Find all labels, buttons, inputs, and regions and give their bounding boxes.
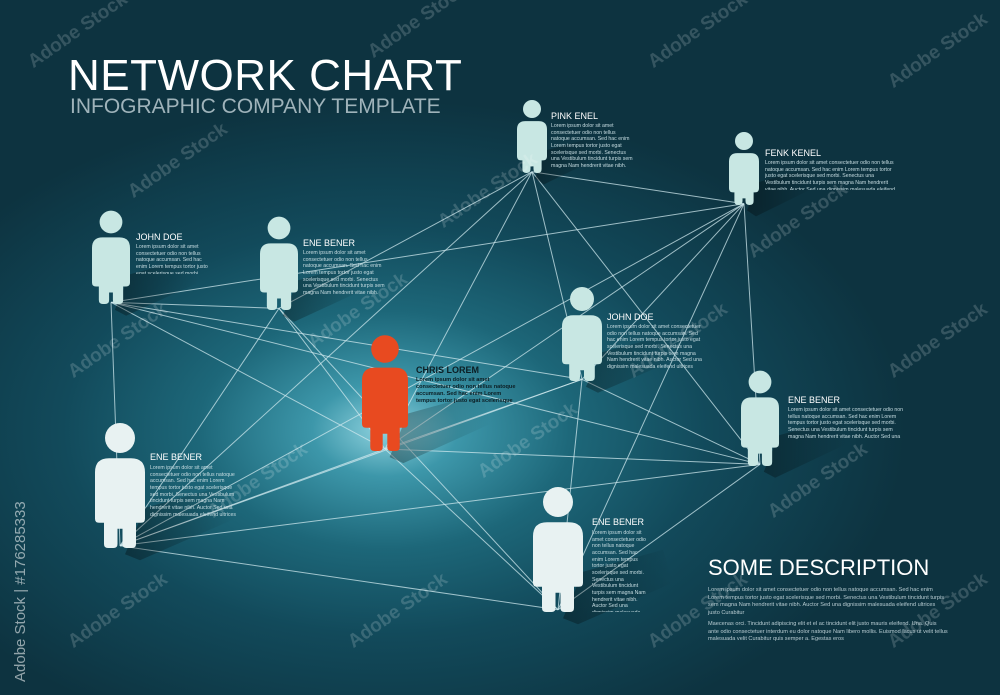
network-link-ene-bener-1-ene-bener-2: [119, 308, 280, 547]
person-body: [741, 397, 779, 466]
person-shadow: [586, 335, 674, 393]
node-label-john-doe-2: JOHN DOE: [607, 312, 654, 322]
node-text-ene-bener-4: Lorem ipsum dolor sit amet consectetuer …: [592, 530, 646, 612]
node-label-pink-enel: PINK ENEL: [551, 111, 599, 121]
person-body: [533, 522, 583, 612]
person-shadow: [535, 137, 601, 185]
person-body: [260, 243, 298, 310]
network-link-john-doe-2-ene-bener-3: [581, 378, 761, 465]
person-body: [729, 153, 759, 205]
node-label-john-doe-1: JOHN DOE: [136, 232, 183, 242]
node-label-chris-lorem: CHRIS LOREM: [416, 365, 479, 375]
node-label-ene-bener-4: ENE BENER: [592, 517, 645, 527]
person-shadow: [563, 549, 673, 625]
description-paragraph-2: Maecenas orci. Tincidunt adipiscing elit…: [708, 621, 948, 643]
node-label-ene-bener-1: ENE BENER: [303, 238, 356, 248]
person-shadow: [763, 418, 848, 478]
watermark-side-id: Adobe Stock | #176285333: [12, 462, 34, 682]
page-title: NETWORK CHART: [68, 51, 463, 100]
person-body: [92, 237, 130, 304]
person-head: [523, 100, 541, 118]
person-fenk-kenel: [729, 132, 813, 217]
person-head: [748, 370, 772, 394]
person-head: [371, 335, 399, 363]
watermark-side-text: Adobe Stock | #176285333: [12, 501, 29, 682]
node-label-ene-bener-3: ENE BENER: [788, 395, 841, 405]
network-link-ene-bener-2-ene-bener-3: [119, 463, 761, 547]
node-label-ene-bener-2: ENE BENER: [150, 452, 203, 462]
person-body: [95, 458, 145, 548]
person-head: [99, 210, 123, 234]
person-pink-enel: [517, 100, 601, 185]
person-head: [570, 287, 594, 311]
person-ene-bener-1: [260, 216, 367, 322]
node-label-fenk-kenel: FENK KENEL: [765, 148, 822, 158]
person-john-doe-1: [92, 210, 199, 316]
people-layer: [92, 100, 848, 625]
network-link-john-doe-1-john-doe-2: [110, 301, 583, 380]
person-head: [267, 216, 291, 240]
network-link-chris-lorem-ene-bener-4: [384, 448, 559, 611]
network-link-pink-enel-ene-bener-3: [531, 171, 761, 465]
network-link-ene-bener-1-ene-bener-4: [278, 308, 559, 611]
person-shadow: [282, 263, 367, 322]
network-link-pink-enel-chris-lorem: [384, 171, 533, 450]
node-text-ene-bener-1: Lorem ipsum dolor sit amet consectetuer …: [303, 250, 385, 296]
network-link-chris-lorem-ene-bener-3: [384, 448, 761, 465]
node-text-john-doe-2: Lorem ipsum dolor sit amet consectetuer …: [607, 324, 702, 370]
network-link-fenk-kenel-ene-bener-4: [557, 203, 745, 611]
person-ene-bener-2: [95, 423, 235, 561]
network-link-ene-bener-2-ene-bener-4: [119, 545, 559, 611]
node-text-pink-enel: Lorem ipsum dolor sit amet consectetuer …: [551, 123, 633, 169]
network-link-ene-bener-3-john-doe-1: [110, 301, 761, 465]
person-shadow: [125, 485, 235, 561]
description-paragraph-1: Lorem ipsum dolor sit amet consectetuer …: [708, 587, 944, 616]
network-link-john-doe-1-chris-lorem: [110, 301, 386, 450]
network-link-fenk-kenel-john-doe-2: [581, 203, 745, 380]
node-text-chris-lorem: Lorem ipsum dolor sit amet consectetuer …: [416, 377, 516, 405]
node-text-john-doe-1: Lorem ipsum dolor sit amet consectetuer …: [136, 244, 208, 274]
person-shadow: [389, 393, 491, 464]
person-ene-bener-3: [741, 370, 848, 478]
person-head: [543, 487, 573, 517]
network-link-pink-enel-fenk-kenel: [531, 171, 745, 205]
description-title: SOME DESCRIPTION: [708, 555, 930, 580]
page-subtitle: INFOGRAPHIC COMPANY TEMPLATE: [70, 95, 441, 118]
node-text-ene-bener-2: Lorem ipsum dolor sit amet consectetuer …: [150, 465, 236, 517]
person-ene-bener-4: [533, 487, 673, 625]
person-shadow: [747, 169, 813, 217]
node-text-fenk-kenel: Lorem ipsum dolor sit amet consectetuer …: [765, 160, 896, 190]
person-body: [362, 367, 408, 451]
person-john-doe-2: [562, 287, 674, 393]
node-text-ene-bener-3: Lorem ipsum dolor sit amet consectetuer …: [788, 407, 904, 439]
person-body: [517, 121, 547, 173]
person-chris-lorem: [362, 335, 491, 464]
network-link-fenk-kenel-john-doe-1: [110, 203, 745, 303]
person-body: [562, 315, 602, 381]
person-head: [105, 423, 135, 453]
person-head: [735, 132, 753, 150]
person-shadow: [114, 257, 199, 316]
